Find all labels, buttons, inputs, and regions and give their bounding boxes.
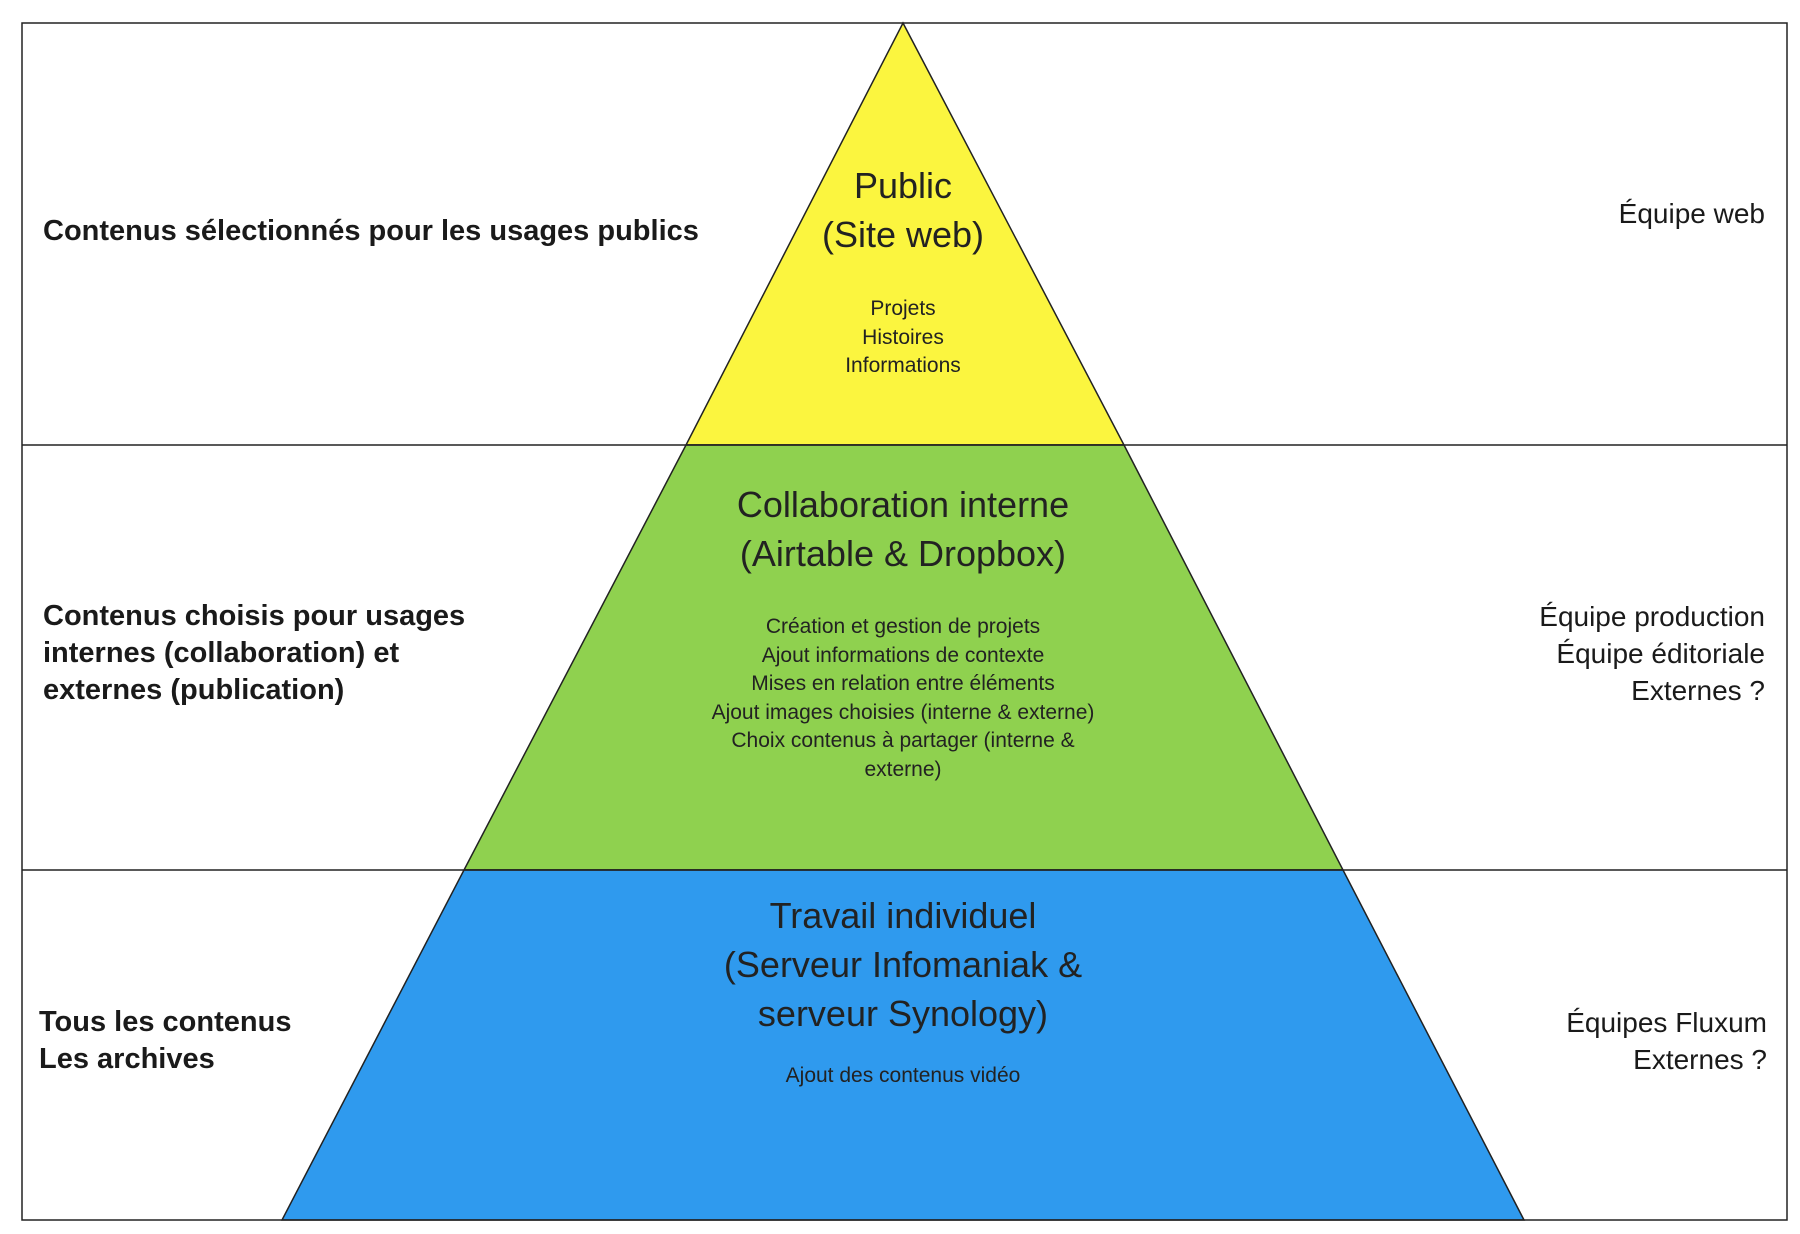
item-line: Mises en relation entre éléments [751,672,1055,695]
tier-individual-items: Ajout des contenus vidéo [703,1062,1103,1091]
item-line: Choix contenus à partager (interne & [731,729,1075,752]
outer-frame [21,22,1788,1221]
title-line: (Airtable & Dropbox) [739,533,1067,574]
item-line: Création et gestion de projets [765,615,1041,638]
right-label-line: Équipes Fluxum [1566,1007,1767,1038]
title-line: serveur Synology) [757,993,1049,1034]
title-line: Collaboration interne [736,484,1070,525]
tier-public-title: Public (Site web) [703,161,1103,259]
right-label-line: Équipe éditoriale [1556,638,1765,669]
right-label-line: Équipe production [1539,601,1765,632]
tier-individual-title: Travail individuel (Serveur Infomaniak &… [653,891,1153,1038]
left-label-line: Contenus choisis pour usages [43,600,466,632]
tier-collaboration-left-label: Contenus choisis pour usages internes (c… [43,598,513,709]
left-label-line: Tous les contenus [39,1006,292,1038]
tier-individual-right-label: Équipes Fluxum Externes ? [1367,1004,1767,1078]
tier-public-right-label: Équipe web [1365,195,1765,232]
tier-public-left-label: Contenus sélectionnés pour les usages pu… [43,213,703,250]
item-line: Ajout des contenus vidéo [785,1064,1021,1087]
title-line: (Site web) [821,214,985,255]
left-label-line: Les archives [39,1043,215,1075]
right-label-line: Équipe web [1618,198,1765,229]
tier-public-items: Projets Histoires Informations [753,295,1053,381]
title-line: Travail individuel [769,895,1037,936]
tier-collaboration-title: Collaboration interne (Airtable & Dropbo… [653,480,1153,578]
title-line: (Serveur Infomaniak & [723,944,1083,985]
right-label-line: Externes ? [1633,1044,1767,1075]
item-line: Projets [870,297,936,320]
right-label-line: Externes ? [1631,675,1765,706]
item-line: Ajout images choisies (interne & externe… [711,700,1095,724]
tier-collaboration-items: Création et gestion de projets Ajout inf… [653,613,1153,784]
item-line: Histoires [862,325,944,349]
title-line: Public [853,165,953,206]
left-label-line: Contenus sélectionnés pour les usages pu… [43,215,699,247]
tier-individual-left-label: Tous les contenus Les archives [39,1004,439,1078]
tier-collaboration-right-label: Équipe production Équipe éditoriale Exte… [1365,598,1765,709]
left-label-line: internes (collaboration) et [43,637,400,669]
left-label-line: externes (publication) [43,674,345,706]
item-line: Ajout informations de contexte [761,643,1045,667]
item-line: Informations [845,354,961,377]
item-line: externe) [864,757,942,781]
